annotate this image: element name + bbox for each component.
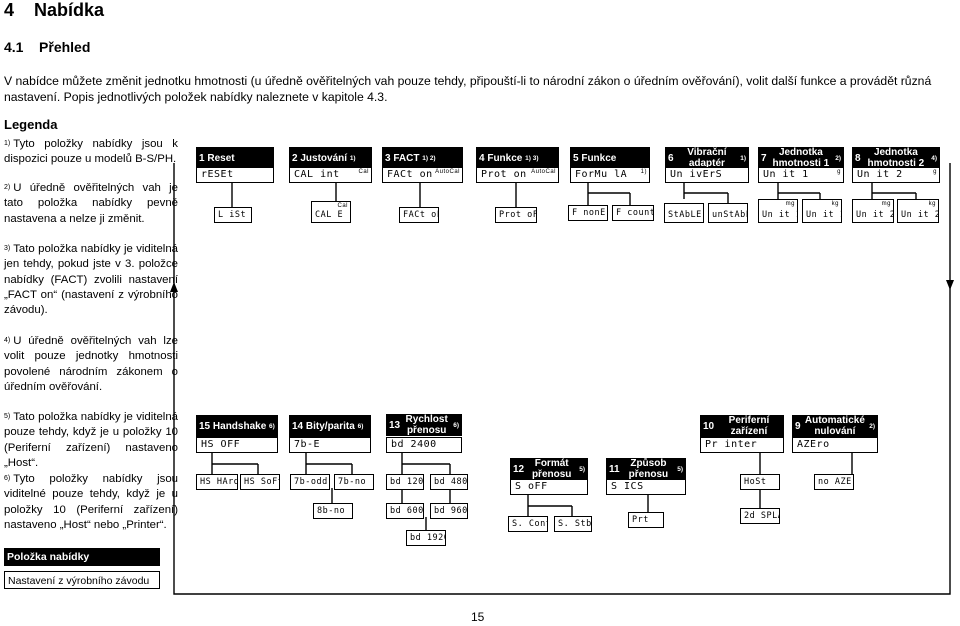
legend-note-2: 2)U úředně ověřitelných vah je tato polo… bbox=[4, 182, 178, 225]
option-hs-soft: HS SoFt bbox=[240, 474, 280, 490]
display-bd-2400: bd 2400 bbox=[386, 437, 462, 453]
option-no-azero: no AZEro bbox=[814, 474, 854, 490]
menu-item-14-bity-parita: 14 Bity/parita 6) bbox=[289, 415, 371, 437]
option-unstable: unStAbLE bbox=[708, 203, 748, 223]
menu-item-2-justovani: 2 Justování 1) bbox=[289, 147, 372, 169]
legend-title: Legenda bbox=[4, 117, 58, 132]
menu-item-6-vibracni-adapter: 6 Vibrační adaptér 1) bbox=[665, 147, 749, 169]
display-sics: S ICS bbox=[606, 479, 686, 495]
menu-item-8-jednotka-2: 8 Jednotka hmotnosti 2 4) bbox=[852, 147, 940, 169]
page-number: 15 bbox=[471, 610, 485, 624]
option-hs-hard: HS HArd bbox=[196, 474, 238, 490]
menu-item-10-periferni-zarizeni: 10 Periferní zařízení bbox=[700, 415, 784, 437]
option-s-stb: S. Stb bbox=[554, 516, 592, 532]
option-f-none: F nonE bbox=[568, 205, 608, 221]
option-prt: Prt bbox=[628, 512, 664, 528]
display-reset: rESEt bbox=[196, 167, 274, 183]
menu-item-12-format-prenosu: 12 Formát přenosu 5) bbox=[510, 458, 588, 480]
option-7b-odd: 7b-odd bbox=[290, 474, 330, 490]
legend-note-3: 3)Tato položka nabídky je viditelná jen … bbox=[4, 243, 178, 317]
option-bd-600: bd 600 bbox=[386, 503, 424, 519]
menu-item-15-handshake: 15 Handshake 6) bbox=[196, 415, 278, 437]
option-fact-off: FACt oFF bbox=[399, 207, 439, 223]
menu-item-1-reset: 1 Reset bbox=[196, 147, 274, 169]
option-prot-off: Prot oFF bbox=[495, 207, 537, 223]
menu-item-3-fact: 3 FACT 1) 2) bbox=[382, 147, 463, 169]
display-7b-e: 7b-E bbox=[289, 437, 371, 453]
menu-item-13-rychlost-prenosu: 13 Rychlost přenosu 6) bbox=[386, 414, 462, 436]
legend-menu-item-sample: Položka nabídky bbox=[4, 548, 160, 566]
legend-note-6: 6)Tyto položky nabídky jsou viditelné po… bbox=[4, 473, 178, 531]
option-bd-1200: bd 1200 bbox=[386, 474, 424, 490]
display-universal: Un ivErS bbox=[665, 167, 749, 183]
option-7b-no: 7b-no bbox=[334, 474, 374, 490]
menu-item-4-funkce: 4 Funkce 1) 3) bbox=[476, 147, 559, 169]
menu-item-7-jednotka-1: 7 Jednotka hmotnosti 1 2) bbox=[758, 147, 844, 169]
chapter-heading: 4 Nabídka bbox=[4, 0, 105, 20]
legend-note-1: 1)Tyto položky nabídky jsou k dispozici … bbox=[4, 138, 178, 166]
option-stable: StAbLE bbox=[664, 203, 704, 223]
option-bd-9600: bd 9600 bbox=[430, 503, 468, 519]
display-printer: Pr inter bbox=[700, 437, 784, 453]
option-list: L iSt bbox=[214, 207, 252, 223]
section-heading: 4.1 Přehled bbox=[4, 39, 91, 55]
option-display: 2d SPLAY bbox=[740, 508, 780, 524]
menu-item-9-automaticke-nulovani: 9 Automatické nulování 2) bbox=[792, 415, 878, 437]
legend-note-4: 4)U úředně ověřitelných vah lze volit po… bbox=[4, 335, 178, 393]
legend-factory-setting-sample: Nastavení z výrobního závodu bbox=[4, 571, 160, 589]
option-host: HoSt bbox=[740, 474, 780, 490]
option-bd-4800: bd 4800 bbox=[430, 474, 468, 490]
option-8b-no: 8b-no bbox=[313, 503, 353, 519]
menu-item-11-zpusob-prenosu: 11 Způsob přenosu 5) bbox=[606, 458, 686, 480]
option-bd-19200: bd 19200 bbox=[406, 530, 446, 546]
display-azero: AZEro bbox=[792, 437, 878, 453]
legend-note-5: 5)Tato položka nabídky je viditelná pouz… bbox=[4, 411, 178, 469]
intro-paragraph: V nabídce můžete změnit jednotku hmotnos… bbox=[4, 74, 932, 104]
display-hs-off: HS OFF bbox=[196, 437, 278, 453]
menu-item-5-funkce: 5 Funkce bbox=[570, 147, 650, 169]
display-s-off: S oFF bbox=[510, 479, 588, 495]
option-s-cont: S. Cont bbox=[508, 516, 548, 532]
option-f-count: F count bbox=[612, 205, 654, 221]
